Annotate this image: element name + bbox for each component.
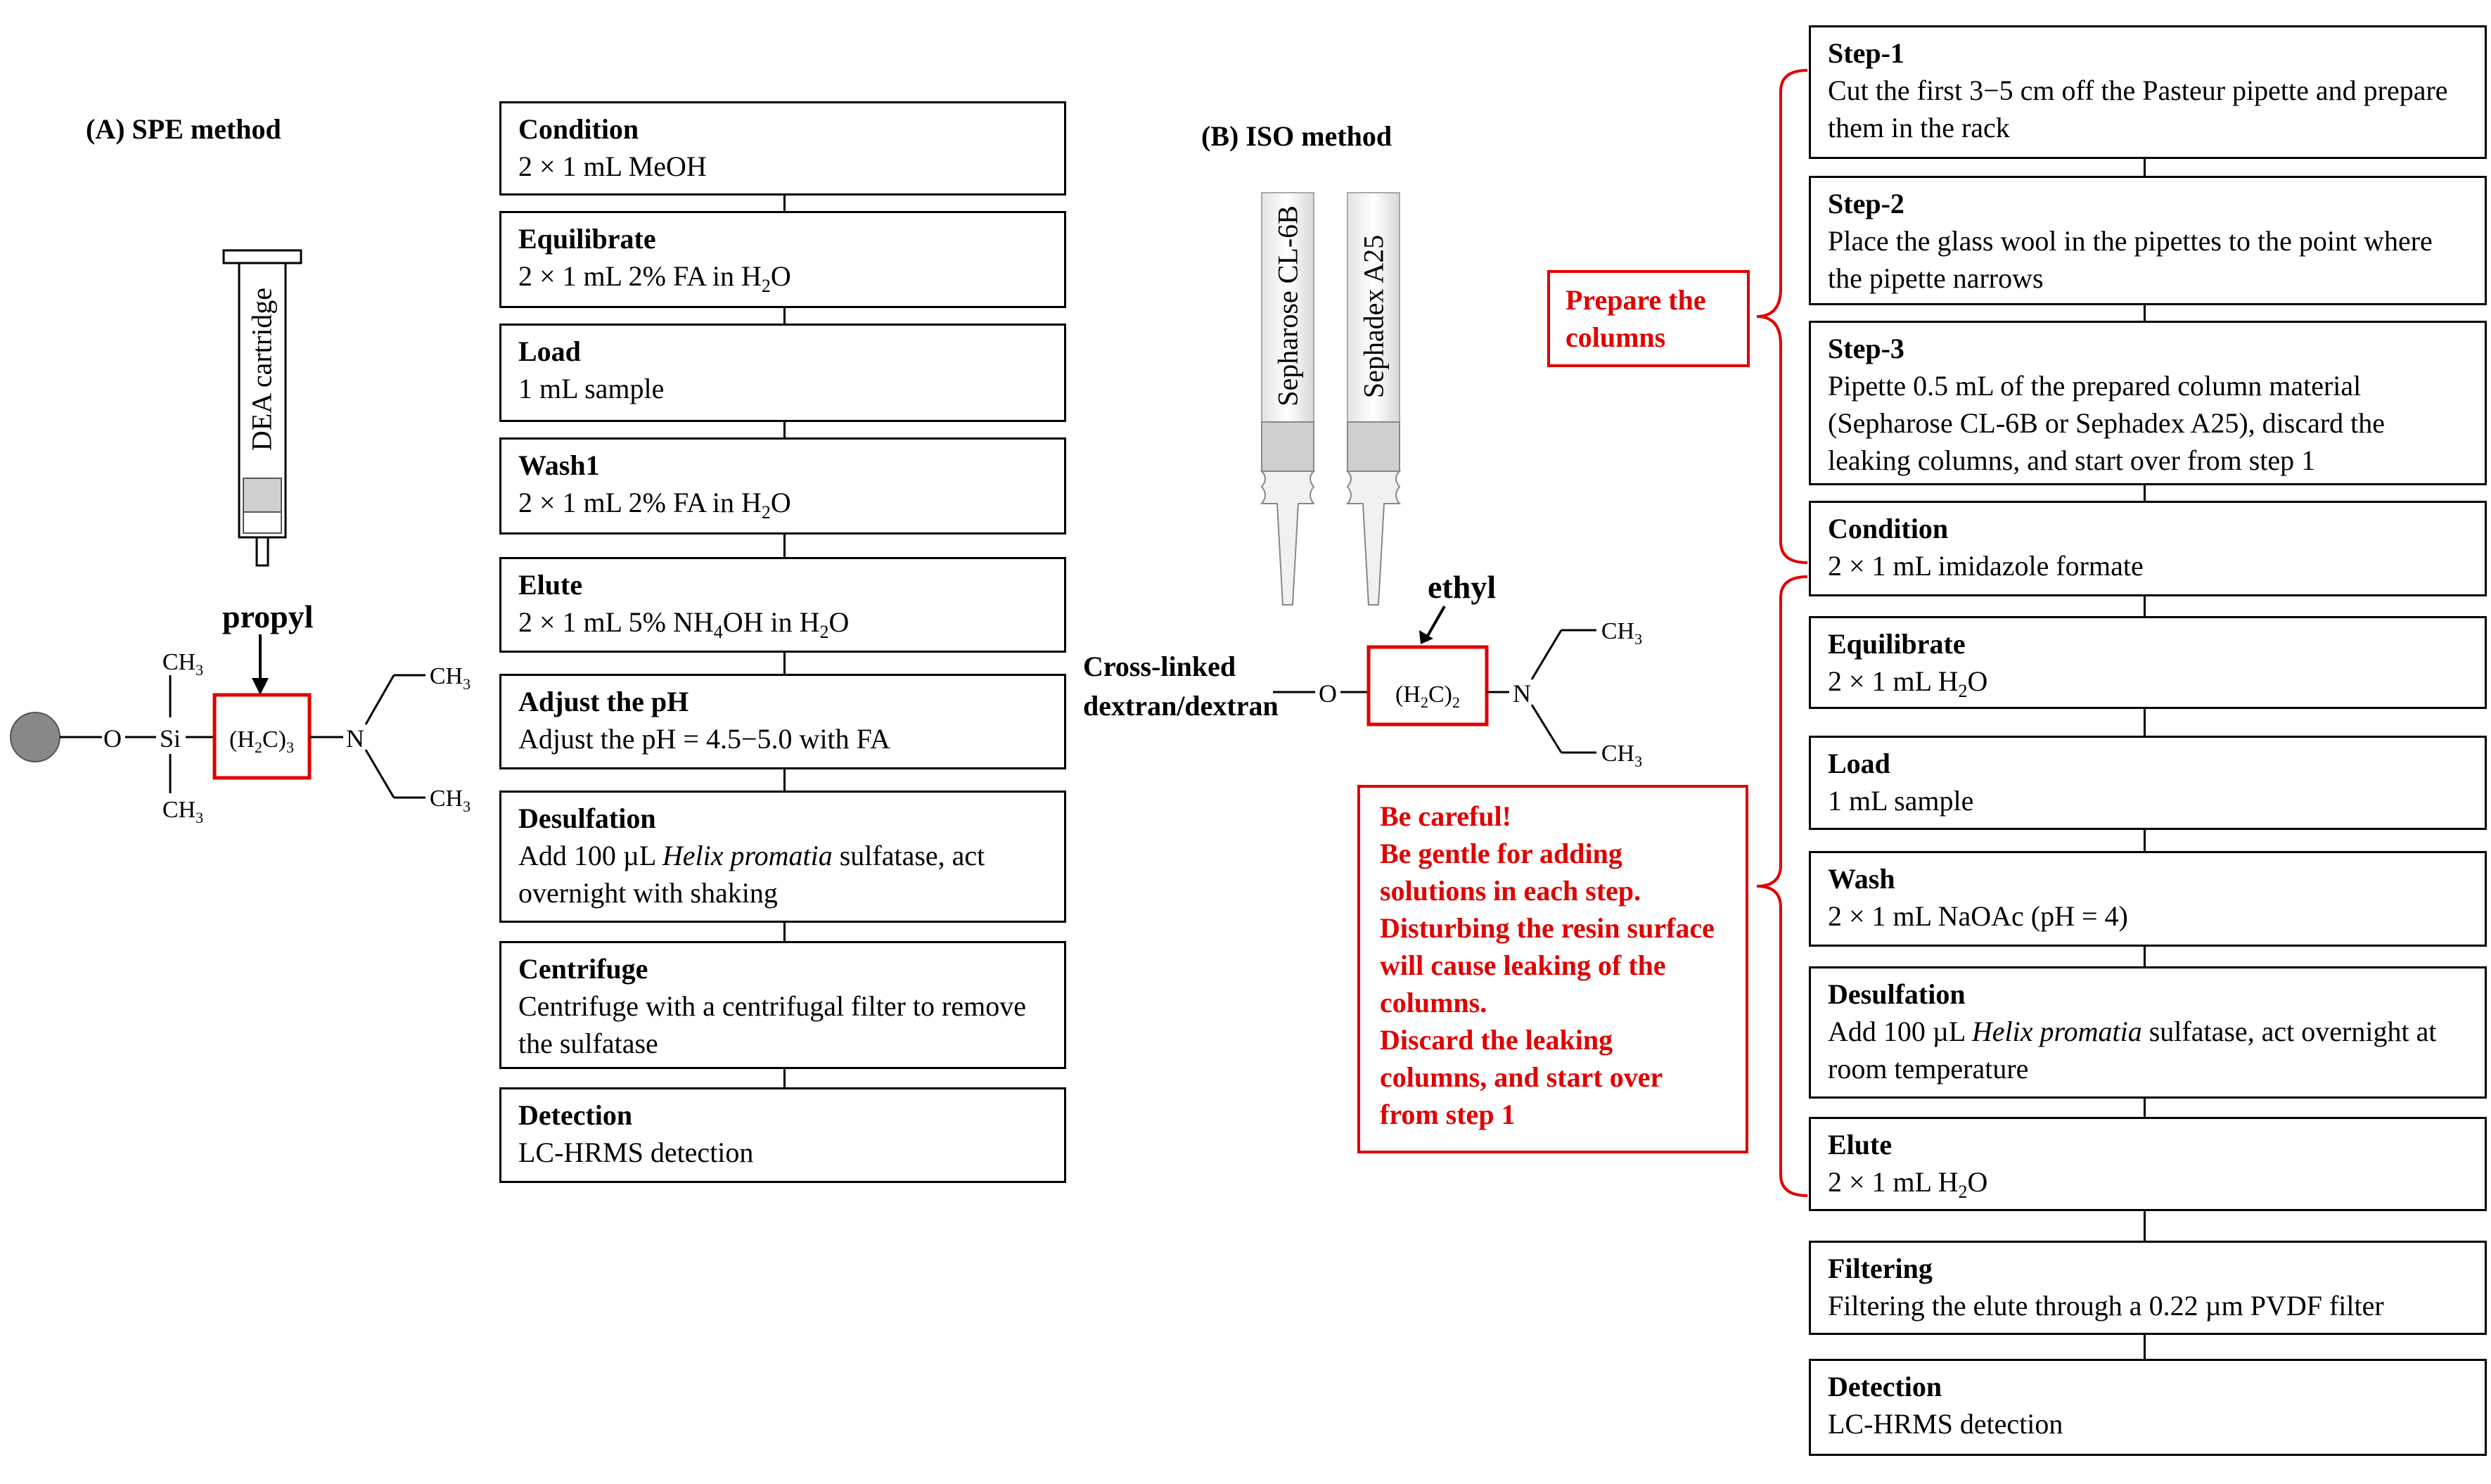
cartridge-label: DEA cartridge [245,287,278,452]
ethyl-highlight-box [1366,645,1489,727]
iso-structure: O (H2C)2 N CH3 CH3 [1273,618,1642,770]
spe-structure: O Si CH3 CH3 (H2C)3 N CH3 CH3 [10,649,470,826]
iso-step-condition: Condition 2 × 1 mL imidazole formate [1809,501,2487,596]
spe-heading: (A) SPE method [86,113,281,145]
svg-text:CH3: CH3 [162,797,203,826]
warning-line3: Discard the leaking columns, and start o… [1380,1024,1663,1130]
spe-step-condition: Condition 2 × 1 mL MeOH [499,101,1066,196]
svg-text:O: O [103,724,122,753]
iso-step-1: Step-1 Cut the first 3−5 cm off the Past… [1809,25,2487,159]
iso-step-filtering: Filtering Filtering the elute through a … [1809,1241,2487,1335]
warning-line2: Be gentle for adding solutions in each s… [1380,838,1715,1018]
pipette-columns-icon [1260,192,1402,606]
svg-text:CH3: CH3 [162,649,203,679]
iso-step-load: Load 1 mL sample [1809,736,2487,830]
ethyl-arrow-icon [1419,606,1446,644]
iso-step-wash: Wash 2 × 1 mL NaOAc (pH = 4) [1809,851,2487,947]
iso-step-3: Step-3 Pipette 0.5 mL of the prepared co… [1809,321,2487,485]
spe-step-desulfation: Desulfation Add 100 µL Helix promatia su… [499,791,1066,923]
propyl-arrow-icon [252,634,269,695]
iso-step-elute: Elute 2 × 1 mL H2O [1809,1117,2487,1211]
iso-step-desulfation: Desulfation Add 100 µL Helix promatia su… [1809,966,2487,1099]
spe-step-adjust-ph: Adjust the pH Adjust the pH = 4.5−5.0 wi… [499,674,1066,769]
warning-box: Be careful! Be gentle for adding solutio… [1357,785,1748,1153]
svg-text:(H2C)3: (H2C)3 [229,727,294,756]
spe-step-wash1: Wash1 2 × 1 mL 2% FA in H2O [499,437,1066,535]
column1-label: Sepharose CL-6B [1272,205,1304,407]
propyl-label: propyl [222,599,314,634]
column2-label: Sephadex A25 [1357,234,1390,399]
svg-text:(H2C)2: (H2C)2 [1395,682,1460,711]
iso-step-2: Step-2 Place the glass wool in the pipet… [1809,176,2487,305]
crosslinked-label: Cross-linked dextran/dextran [1083,651,1279,722]
dea-cartridge-icon [222,249,302,567]
svg-text:CH3: CH3 [430,663,470,693]
prepare-brace-icon [1756,69,1808,564]
warning-line1: Be careful! [1380,800,1511,832]
resin-bead [10,712,60,762]
svg-text:CH3: CH3 [1601,618,1642,648]
spe-step-equilibrate: Equilibrate 2 × 1 mL 2% FA in H2O [499,211,1066,308]
svg-text:Si: Si [160,724,181,753]
svg-text:CH3: CH3 [1601,741,1642,770]
warning-brace-icon [1756,575,1808,1197]
spe-step-load: Load 1 mL sample [499,324,1066,422]
iso-step-equilibrate: Equilibrate 2 × 1 mL H2O [1809,616,2487,709]
spe-step-elute: Elute 2 × 1 mL 5% NH4OH in H2O [499,557,1066,653]
svg-text:CH3: CH3 [430,786,470,815]
svg-text:N: N [1513,679,1531,708]
spe-step-detection: Detection LC-HRMS detection [499,1087,1066,1183]
spe-step-centrifuge: Centrifuge Centrifuge with a centrifugal… [499,941,1066,1069]
svg-text:O: O [1319,679,1337,708]
ethyl-label: ethyl [1428,569,1497,605]
iso-heading: (B) ISO method [1201,120,1392,152]
svg-text:N: N [346,724,364,753]
iso-step-detection: Detection LC-HRMS detection [1809,1359,2487,1456]
prepare-columns-box: Prepare the columns [1547,270,1750,367]
